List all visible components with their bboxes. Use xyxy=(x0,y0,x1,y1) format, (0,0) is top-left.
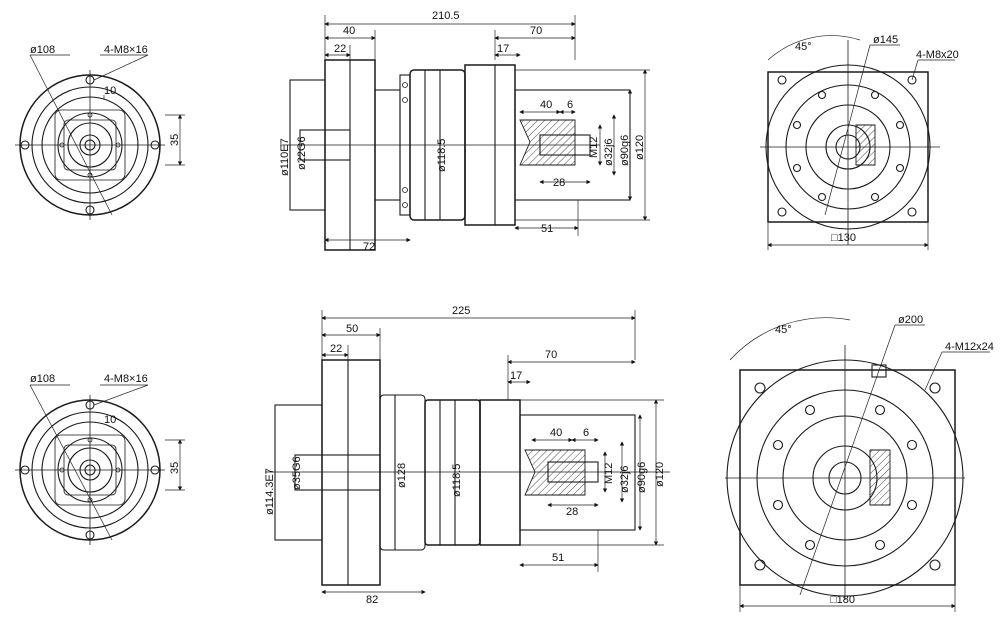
side-d128-label-2: ø128 xyxy=(396,463,408,488)
side-d22-label: 22 xyxy=(334,43,346,55)
side-d90-label-2: ø90g6 xyxy=(636,462,648,493)
side-d82-label-2: 82 xyxy=(366,594,378,606)
side-d40-label: 40 xyxy=(343,25,355,37)
side-d17-label-2: 17 xyxy=(510,370,522,382)
side-d35g6-label-2: ø35G6 xyxy=(291,456,303,490)
side-d120-label-2: ø120 xyxy=(654,462,666,487)
side-m12-label-2: M12 xyxy=(603,463,615,484)
side-d120-label: ø120 xyxy=(634,135,646,160)
flange-angle-label: 45° xyxy=(795,41,812,53)
side-d22g6-label: ø22G6 xyxy=(296,136,308,170)
front-dia-label-2: ø108 xyxy=(30,373,55,385)
side-shaft6-label-2: 6 xyxy=(583,427,589,439)
side-total-label-2: 225 xyxy=(452,305,470,317)
front-d35-label: 35 xyxy=(169,134,181,146)
side-d32-label: ø32j6 xyxy=(603,138,615,166)
side-view-bottom: 225 50 22 70 17 40 6 28 51 xyxy=(264,305,670,606)
side-shaft40-label-2: 40 xyxy=(550,427,562,439)
side-d118-label: ø118.5 xyxy=(436,139,448,172)
side-total-label: 210.5 xyxy=(432,10,460,22)
side-d17-label: 17 xyxy=(497,43,509,55)
side-d118-label-2: ø118.5 xyxy=(451,464,463,497)
flange-holes-label: 4-M8x20 xyxy=(916,49,959,61)
flange-dia-label: ø145 xyxy=(873,34,898,46)
front-holes-label-2: 4-M8×16 xyxy=(104,373,148,385)
flange-square-label-2: □180 xyxy=(830,594,855,606)
flange-view-bottom: 45° ø200 4-M12x24 □180 xyxy=(725,314,994,612)
front-view-bottom: ø108 4-M8×16 10 35 xyxy=(15,373,185,545)
side-d22-label-2: 22 xyxy=(330,343,342,355)
front-holes-label: 4-M8×16 xyxy=(104,44,148,56)
side-d70-label-2: 70 xyxy=(545,349,557,361)
flange-view-top: 45° ø145 4-M8x20 □130 xyxy=(760,34,959,250)
front-d10-label-2: 10 xyxy=(104,414,116,426)
front-d10-label: 10 xyxy=(104,85,116,97)
side-d50-label-2: 50 xyxy=(346,323,358,335)
side-m12-label: M12 xyxy=(588,137,600,158)
side-d32-label-2: ø32j6 xyxy=(619,465,631,493)
side-d70-label: 70 xyxy=(530,25,542,37)
side-d51-label: 51 xyxy=(541,223,553,235)
side-d28-label-2: 28 xyxy=(566,506,578,518)
side-d51-label-2: 51 xyxy=(552,552,564,564)
side-shaft6-label: 6 xyxy=(567,99,573,111)
flange-square-label: □130 xyxy=(831,232,856,244)
front-d35-label-2: 35 xyxy=(169,462,181,474)
side-view-top: 210.5 40 22 70 17 xyxy=(279,10,650,253)
side-d72-label: 72 xyxy=(363,241,375,253)
side-d114-label-2: ø114.3E7 xyxy=(264,468,276,515)
side-shaft40-label: 40 xyxy=(540,99,552,111)
flange-dia-label-2: ø200 xyxy=(898,314,923,326)
front-view-top: ø108 4-M8×16 10 35 xyxy=(15,44,185,220)
side-d110-label: ø110E7 xyxy=(279,138,291,176)
flange-holes-label-2: 4-M12x24 xyxy=(945,341,994,353)
front-dia-label: ø108 xyxy=(30,44,55,56)
side-d28-label: 28 xyxy=(553,177,565,189)
side-d90-label: ø90g6 xyxy=(619,135,631,166)
flange-angle-label-2: 45° xyxy=(775,324,792,336)
